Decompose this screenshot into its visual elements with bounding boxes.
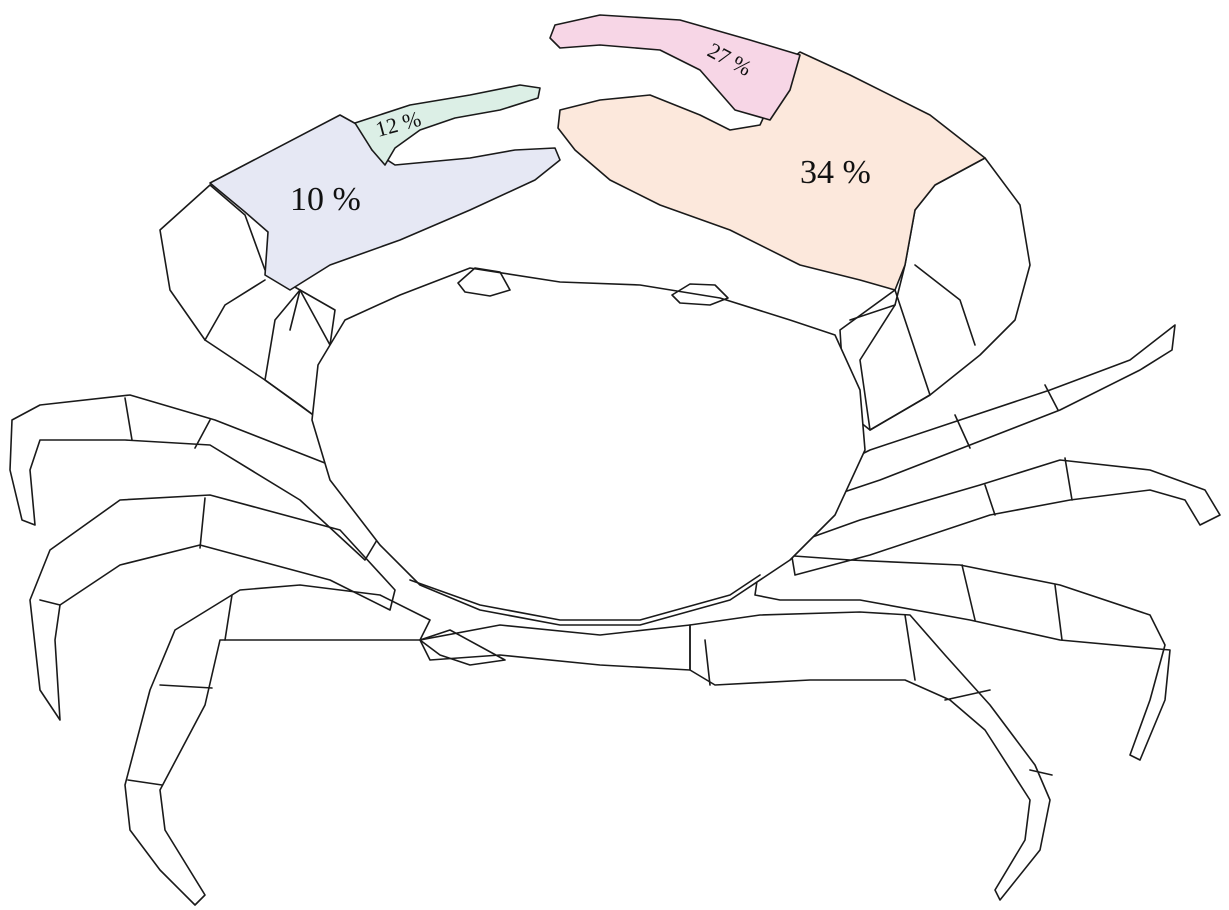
left-leg-3 bbox=[125, 585, 430, 905]
sternum-band bbox=[420, 625, 690, 670]
left-propodus-label: 10 % bbox=[290, 181, 361, 218]
right-leg-1 bbox=[830, 325, 1175, 495]
right-leg-4 bbox=[690, 612, 1050, 900]
left-dactyl-label: 12 % bbox=[373, 106, 424, 142]
right-leg-2 bbox=[790, 460, 1220, 575]
carapace bbox=[312, 268, 865, 625]
right-leg-3 bbox=[755, 555, 1170, 760]
right-propodus-label: 34 % bbox=[800, 154, 871, 191]
